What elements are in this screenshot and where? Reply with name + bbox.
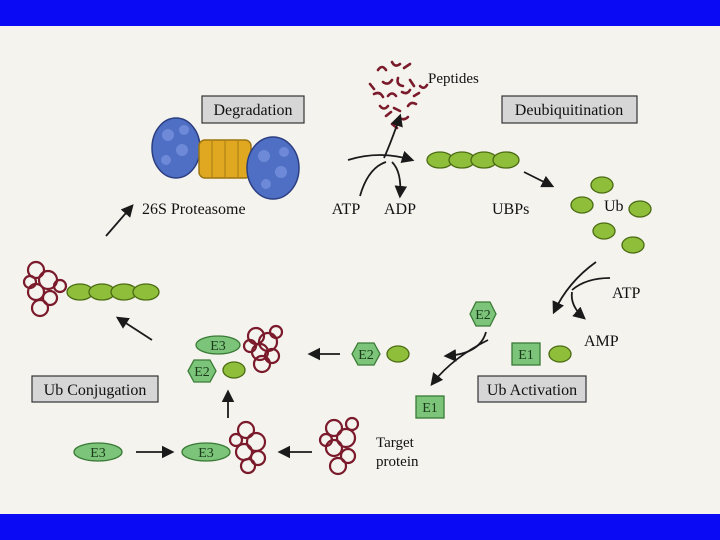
- e1-ub-complex: E1: [511, 342, 572, 366]
- e2-complex-label: E2: [194, 365, 210, 380]
- ub-activation-box: Ub Activation: [477, 375, 587, 403]
- proteasome-label: 26S Proteasome: [142, 201, 246, 218]
- ub-conjugation-box: Ub Conjugation: [31, 375, 159, 403]
- ub-conjugation-label: Ub Conjugation: [44, 382, 147, 399]
- e2-free-label: E2: [475, 308, 491, 323]
- e3-free-label: E3: [90, 446, 106, 461]
- polyubiquitin-chain-top: [426, 151, 520, 169]
- atp-right-in-arrow: [571, 277, 611, 291]
- deubiquitination-label: Deubiquitination: [515, 102, 623, 119]
- to-peptides-arrow: [383, 113, 403, 159]
- atp-right-label: ATP: [612, 285, 641, 302]
- ubiquitin-cycle-diagram: Degradation Deubiquitination Ub Activati…: [22, 60, 652, 476]
- e2-free: E2: [469, 301, 497, 327]
- e3-bound-label: E3: [198, 446, 214, 461]
- e3-e2-target-complex: E3 E2: [187, 324, 284, 383]
- e3-bound-target: E3: [181, 420, 267, 475]
- target-label-line2: protein: [376, 454, 419, 470]
- deubiquitination-box: Deubiquitination: [501, 95, 638, 124]
- adp-out-arrow: [391, 161, 408, 199]
- proteasome: [151, 117, 300, 200]
- chain-to-proteasome-arrow: [105, 204, 134, 237]
- degradation-box: Degradation: [201, 95, 305, 124]
- target-label-line1: Target: [376, 435, 415, 451]
- ub-label: Ub: [604, 198, 624, 215]
- e1-label: E1: [518, 348, 534, 363]
- e3-free: E3: [73, 442, 123, 462]
- peptides-label: Peptides: [428, 71, 479, 87]
- atp-top-label: ATP: [332, 201, 361, 218]
- deubiquitination-arrow: [523, 171, 555, 188]
- e2-ub-label: E2: [358, 348, 374, 363]
- peptide-release-arrow: [347, 150, 415, 164]
- e1-release-arrow: [430, 339, 489, 386]
- e1-free: E1: [415, 395, 445, 419]
- degradation-label: Degradation: [213, 102, 292, 119]
- amp-label: AMP: [584, 333, 619, 350]
- peptide-fragments: [368, 60, 429, 130]
- top-bar: [0, 0, 720, 26]
- ubiquitin-cycle-figure: Degradation Deubiquitination Ub Activati…: [0, 26, 720, 514]
- ub-activation-label: Ub Activation: [487, 382, 577, 399]
- target-protein: [318, 416, 360, 476]
- ubps-label: UBPs: [492, 201, 529, 218]
- e1-free-label: E1: [422, 401, 438, 416]
- polyubiquitinated-protein: [22, 260, 160, 318]
- amp-out-arrow: [570, 291, 586, 320]
- bottom-bar: [0, 514, 720, 540]
- adp-label: ADP: [384, 201, 416, 218]
- free-ubiquitin: [570, 176, 652, 254]
- activation-arrow: [552, 261, 597, 315]
- e3-complex-label: E3: [210, 339, 226, 354]
- e2-ub-complex: E2: [351, 342, 410, 366]
- atp-in-arrow: [359, 161, 387, 197]
- conjugation-to-chain-arrow: [115, 316, 153, 341]
